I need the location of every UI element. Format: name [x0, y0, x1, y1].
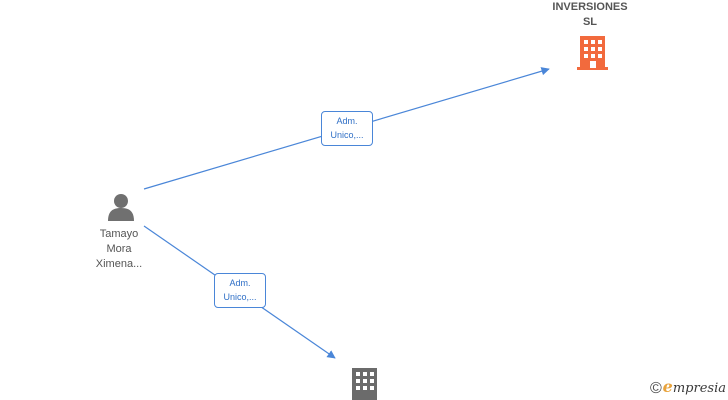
brand-name: mpresia [672, 381, 726, 396]
edge-label-line-2: Unico,... [330, 130, 364, 140]
copyright-icon: © [650, 380, 662, 397]
edge-label-role[interactable]: Adm. Unico,... [214, 273, 266, 308]
person-name-line-3: Ximena... [95, 258, 143, 270]
brand-logo: empresia [663, 377, 726, 396]
edge-label-role[interactable]: Adm. Unico,... [321, 111, 373, 146]
brand-initial: e [662, 377, 673, 396]
edge-label-line-1: Adm. [229, 278, 251, 288]
building-icon[interactable] [349, 368, 380, 400]
edge-label-line-1: Adm. [336, 116, 358, 126]
person-icon[interactable] [107, 193, 135, 221]
edge-label-line-2: Unico,... [223, 292, 257, 302]
company-name-inversiones[interactable]: INVERSIONES SL [530, 0, 650, 30]
person-name-line-1: Tamayo [99, 228, 139, 240]
person-name[interactable]: Tamayo Mora Ximena... [74, 227, 164, 272]
person-name-line-2: Mora [106, 243, 132, 255]
building-icon[interactable] [577, 36, 608, 70]
company-name-line-1: INVERSIONES [552, 1, 628, 13]
company-name-line-2: SL [582, 16, 598, 28]
